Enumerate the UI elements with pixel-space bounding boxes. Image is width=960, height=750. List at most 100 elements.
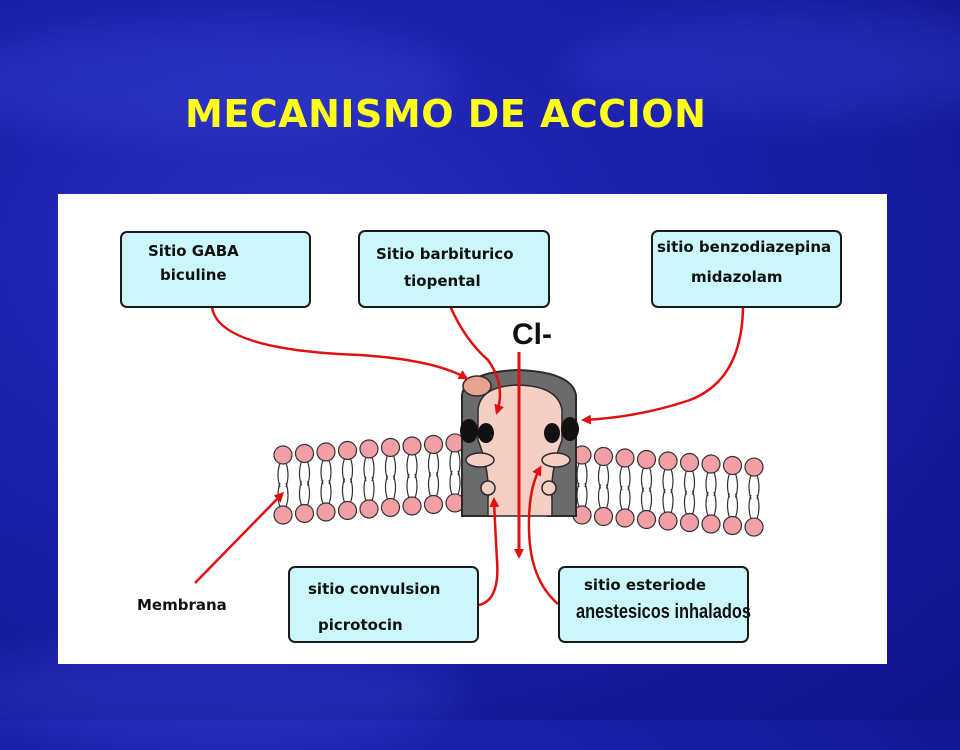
convulsion-site-title: sitio convulsion xyxy=(308,580,441,598)
lipid-head xyxy=(402,496,422,516)
esteriode-site-title: sitio esteriode xyxy=(584,576,707,594)
lipid-tail xyxy=(756,494,760,520)
lipid-tail xyxy=(306,481,311,506)
channel-site-oval xyxy=(541,452,571,468)
gaba-site-drug: biculine xyxy=(160,266,227,284)
lipid-head xyxy=(679,512,700,533)
lipid-head xyxy=(593,506,614,527)
gaba-receptor-diagram xyxy=(194,305,764,607)
channel-site-oval xyxy=(465,452,495,468)
channel-site-circle xyxy=(480,480,496,496)
convulsion-arrow xyxy=(478,497,500,607)
barbiturico-site-box: Sitio barbiturico tiopental xyxy=(358,230,550,308)
lipid-tail xyxy=(627,485,631,511)
lipid-head xyxy=(423,434,444,455)
gaba-arrow xyxy=(210,306,469,380)
background-streak xyxy=(0,20,460,140)
lipid-tail xyxy=(584,482,588,508)
binding-site-dot xyxy=(561,417,579,441)
lipid-head xyxy=(722,455,743,476)
lipid-tail xyxy=(597,484,602,509)
lipid-head xyxy=(316,502,336,522)
lipid-head xyxy=(423,494,444,515)
lipid-head xyxy=(615,508,635,528)
lipid-tail xyxy=(713,491,717,517)
lipid-tail xyxy=(363,476,367,502)
benzodiazepina-site-drug: midazolam xyxy=(691,268,783,286)
slide-title: MECANISMO DE ACCION xyxy=(185,92,707,136)
lipid-head xyxy=(744,457,764,477)
lipid-head xyxy=(337,440,358,461)
esteriode-arrow xyxy=(527,465,559,605)
lipid-tail xyxy=(349,478,354,503)
lipid-head xyxy=(294,503,315,524)
lipid-tail xyxy=(414,473,418,499)
lipid-tail xyxy=(341,478,346,503)
lipid-head xyxy=(273,445,293,465)
lipid-head xyxy=(294,443,315,464)
lipid-tail xyxy=(384,475,389,500)
lipid-head xyxy=(679,452,700,473)
lipid-tail xyxy=(605,484,610,509)
binding-site-dot xyxy=(544,423,560,443)
lipid-tail xyxy=(691,490,696,515)
lipid-tail xyxy=(298,481,303,506)
lipid-tail xyxy=(285,482,289,508)
gaba-site-title: Sitio GABA xyxy=(148,242,239,260)
lipid-head xyxy=(380,497,401,518)
gaba-site-box: Sitio GABA biculine xyxy=(120,231,311,308)
esteriode-site-box: sitio esteriode anestesicos inhalados xyxy=(558,566,752,643)
lipid-head xyxy=(744,517,764,537)
lipid-head xyxy=(402,436,422,456)
membrane-bilayer xyxy=(273,433,764,537)
channel-site-circle xyxy=(541,480,557,496)
convulsion-site-drug: picrotocin xyxy=(318,616,403,634)
barbiturico-site-title: Sitio barbiturico xyxy=(376,245,514,263)
lipid-head xyxy=(337,500,358,521)
binding-site-dot xyxy=(478,423,494,443)
lipid-tail xyxy=(427,472,432,497)
lipid-tail xyxy=(320,479,324,505)
lipid-head xyxy=(636,449,657,470)
benzodiazepina-arrow xyxy=(581,306,745,425)
lipid-tail xyxy=(619,485,623,511)
lipid-head xyxy=(273,505,293,525)
benzodiazepina-site-box: sitio benzodiazepina midazolam xyxy=(651,230,842,308)
lipid-tail xyxy=(648,487,653,512)
convulsion-site-box: sitio convulsion picrotocin xyxy=(288,566,479,643)
barbiturico-arrow xyxy=(448,305,504,415)
background-streak xyxy=(560,10,960,120)
lipid-head xyxy=(359,439,379,459)
lipid-tail xyxy=(392,475,397,500)
binding-site-dot xyxy=(460,419,478,443)
lipid-head xyxy=(658,511,678,531)
lipid-tail xyxy=(683,490,688,515)
lipid-head xyxy=(658,451,678,471)
lipid-tail xyxy=(457,470,461,496)
chloride-ion-label: Cl- xyxy=(512,318,552,351)
lipid-tail xyxy=(726,493,731,518)
gaba-binding-site xyxy=(462,375,492,397)
membrana-arrow xyxy=(194,491,285,584)
lipid-head xyxy=(701,454,721,474)
lipid-head xyxy=(316,442,336,462)
lipid-tail xyxy=(435,472,440,497)
lipid-tail xyxy=(449,470,453,496)
lipid-tail xyxy=(705,491,709,517)
lipid-head xyxy=(359,499,379,519)
membrane-label: Membrana xyxy=(137,596,227,614)
lipid-head xyxy=(380,437,401,458)
lipid-head xyxy=(615,448,635,468)
lipid-tail xyxy=(734,493,739,518)
barbiturico-site-drug: tiopental xyxy=(404,272,481,290)
lipid-head xyxy=(701,514,721,534)
esteriode-site-drug: anestesicos inhalados xyxy=(576,601,752,623)
lipid-tail xyxy=(640,487,645,512)
lipid-tail xyxy=(748,494,752,520)
lipid-tail xyxy=(406,473,410,499)
lipid-tail xyxy=(670,488,674,514)
lipid-tail xyxy=(328,479,332,505)
lipid-head xyxy=(593,446,614,467)
lipid-tail xyxy=(371,476,375,502)
lipid-head xyxy=(722,515,743,536)
